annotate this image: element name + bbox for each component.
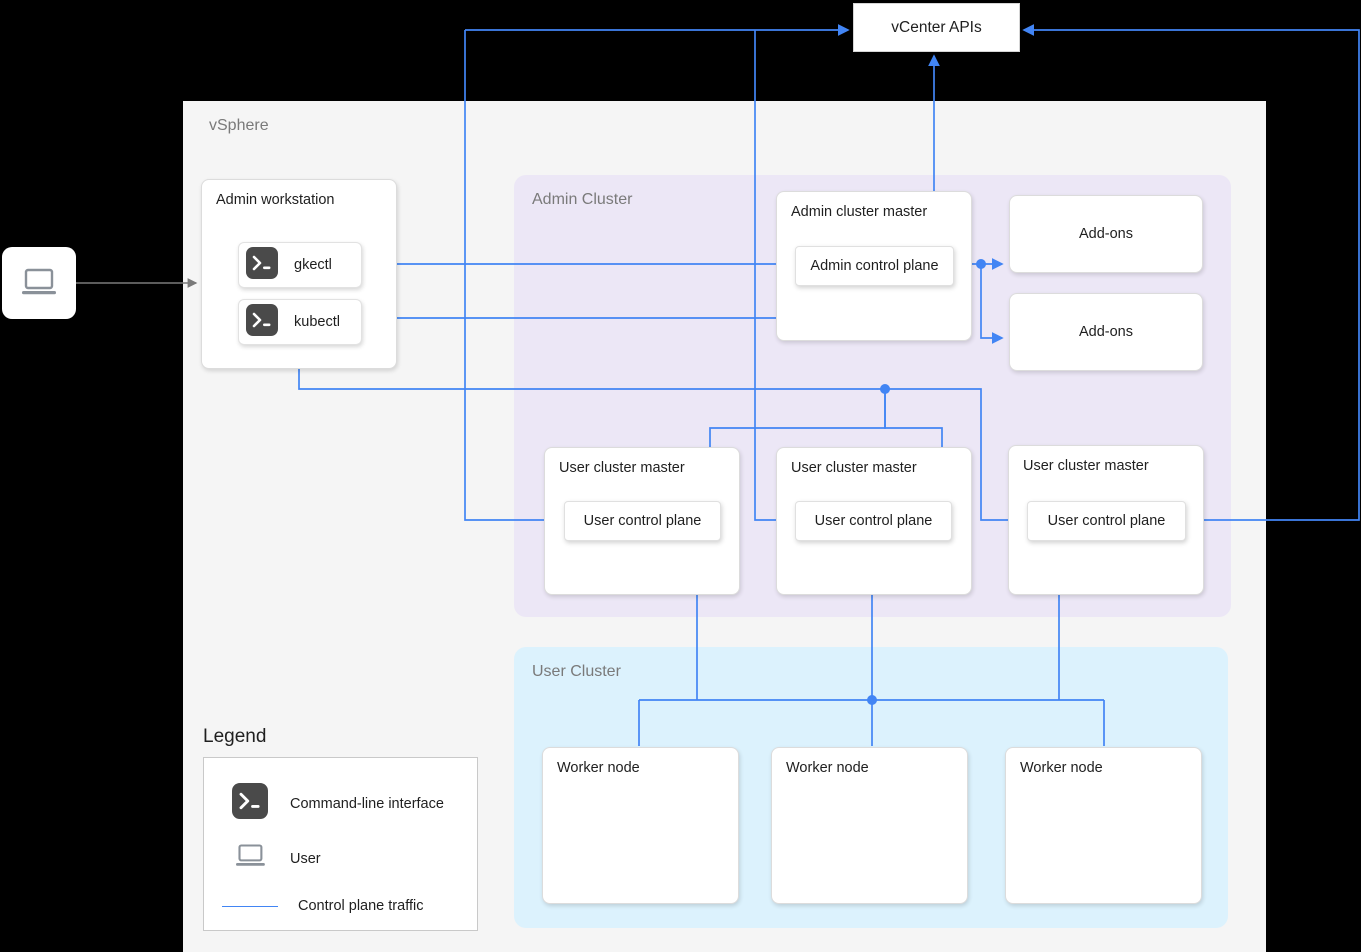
legend-title: Legend	[203, 726, 267, 747]
worker-node-card-1[interactable]: Worker node	[542, 747, 739, 904]
legend-box: Command-line interface User Control plan…	[203, 757, 478, 931]
line-swatch-icon	[222, 905, 278, 907]
admin-workstation-title: Admin workstation	[216, 192, 335, 208]
vcenter-apis-box[interactable]: vCenter APIs	[853, 3, 1020, 52]
legend-item-cli: Command-line interface	[232, 783, 444, 824]
worker-node-card-2[interactable]: Worker node	[771, 747, 968, 904]
user-control-plane-box-2[interactable]: User control plane	[795, 501, 952, 541]
cli-tool-label: kubectl	[294, 314, 340, 330]
cli-tool-gkectl[interactable]: gkectl	[238, 242, 362, 288]
legend-label: Control plane traffic	[298, 898, 424, 914]
user-cluster-master-title: User cluster master	[1023, 458, 1149, 474]
user-control-plane-box-3[interactable]: User control plane	[1027, 501, 1186, 541]
legend-label: User	[290, 850, 321, 867]
user-cluster-master-title: User cluster master	[791, 460, 917, 476]
user-cluster-label: User Cluster	[532, 663, 621, 680]
terminal-icon	[246, 303, 278, 341]
laptop-icon	[232, 842, 268, 875]
user-cluster-master-title: User cluster master	[559, 460, 685, 476]
admin-cluster-master-title: Admin cluster master	[791, 204, 928, 220]
addon-card-2[interactable]: Add-ons	[1009, 293, 1203, 371]
worker-node-card-3[interactable]: Worker node	[1005, 747, 1202, 904]
laptop-icon	[22, 268, 56, 295]
admin-cluster-label: Admin Cluster	[532, 191, 633, 208]
addon-card-1[interactable]: Add-ons	[1009, 195, 1203, 273]
cli-tool-label: gkectl	[294, 257, 332, 273]
worker-node-label: Worker node	[1020, 760, 1103, 776]
terminal-icon	[232, 783, 268, 824]
user-node-box[interactable]	[2, 247, 76, 319]
worker-node-label: Worker node	[786, 760, 869, 776]
addon-label: Add-ons	[1078, 226, 1133, 242]
user-control-plane-box-1[interactable]: User control plane	[564, 501, 721, 541]
legend-label: Command-line interface	[290, 795, 444, 812]
admin-control-plane-box[interactable]: Admin control plane	[795, 246, 954, 286]
legend-item-control-plane-traffic: Control plane traffic	[222, 898, 423, 914]
worker-node-label: Worker node	[557, 760, 640, 776]
vsphere-label: vSphere	[209, 117, 269, 134]
terminal-icon	[246, 246, 278, 284]
legend-item-user: User	[232, 842, 321, 875]
cli-tool-kubectl[interactable]: kubectl	[238, 299, 362, 345]
addon-label: Add-ons	[1078, 324, 1133, 340]
